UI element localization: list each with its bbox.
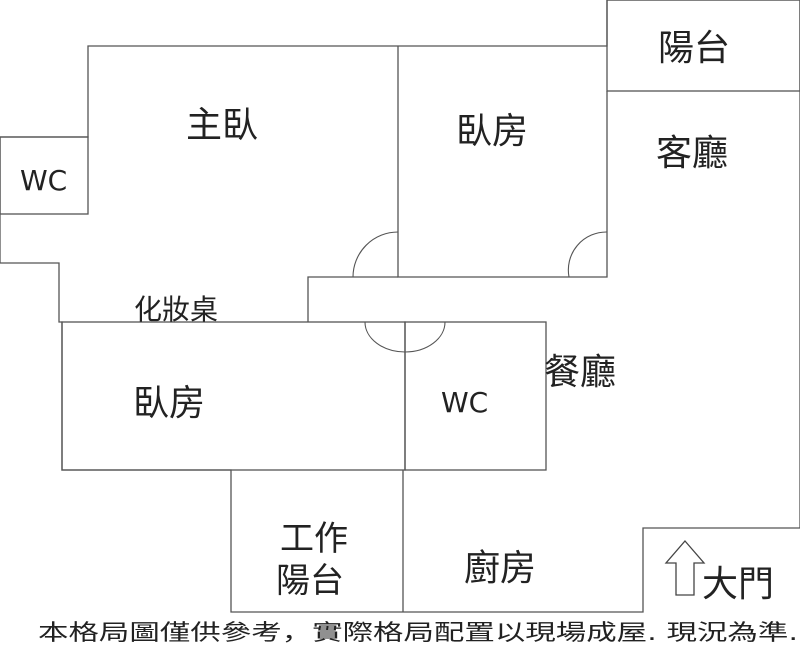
master-bedroom-door: [352, 231, 399, 278]
wc-middle-door: [404, 321, 446, 353]
label-master-bedroom: 主臥: [186, 105, 258, 146]
label-wc-left: WC: [20, 164, 67, 197]
corridor-wall: [307, 276, 398, 322]
label-balcony-top: 陽台: [658, 28, 730, 69]
label-wc-middle: WC: [441, 386, 488, 419]
bedroom-bottom-room: [61, 321, 406, 471]
label-work-balcony-line2: 陽台: [276, 561, 344, 601]
label-work-balcony-line1: 工作: [280, 519, 348, 559]
wc-left-room: [0, 136, 89, 215]
disclaimer-text: 本格局圖僅供參考，實際格局配置以現場成屋. 現況為準.: [38, 621, 798, 646]
bedroom-top-walls: [397, 46, 608, 278]
bedroom-top-door: [567, 231, 608, 278]
label-kitchen: 廚房: [464, 548, 536, 589]
label-living-room: 客廳: [656, 133, 728, 174]
entrance-arrow-icon: [664, 540, 706, 596]
label-dining-room: 餐廳: [544, 352, 616, 393]
wc-middle-room: [404, 321, 547, 471]
label-bedroom-top: 臥房: [456, 111, 528, 152]
label-vanity: 化妝桌: [134, 293, 218, 326]
bedroom-bottom-door: [364, 321, 406, 353]
label-main-door: 大門: [702, 564, 774, 605]
outer-wall: [0, 0, 800, 613]
label-bedroom-bottom: 臥房: [133, 383, 205, 424]
balcony-top-room: [606, 0, 800, 92]
